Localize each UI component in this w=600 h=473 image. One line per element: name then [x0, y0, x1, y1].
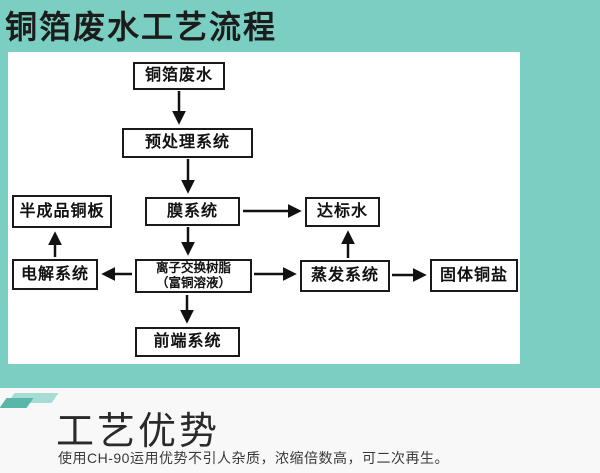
flow-node-front-end-system: 前端系统 — [135, 327, 240, 357]
flow-node-ion-exchange-resin: 离子交换树脂 （富铜溶液） — [135, 259, 252, 293]
flow-node-electrolysis-system: 电解系统 — [12, 259, 98, 290]
advantages-body-text: 使用CH-90运用优势不引人杂质，浓缩倍数高，可二次再生。 — [58, 450, 449, 466]
flow-node-pretreatment: 预处理系统 — [122, 128, 253, 158]
page-title: 铜箔废水工艺流程 — [5, 9, 278, 45]
ribbon-decoration-icon — [0, 393, 59, 410]
ion-exchange-label-line2: （富铜溶液） — [155, 276, 231, 290]
flow-node-standard-water: 达标水 — [305, 197, 380, 227]
ion-exchange-label-line1: 离子交换树脂 — [155, 261, 231, 275]
advantages-section: 工艺优势 使用CH-90运用优势不引人杂质，浓缩倍数高，可二次再生。 — [0, 388, 600, 473]
advantages-heading: 工艺优势 — [56, 411, 221, 453]
flow-node-membrane-system: 膜系统 — [145, 197, 240, 226]
flow-node-semi-finished-copper-plate: 半成品铜板 — [12, 195, 112, 228]
flow-node-evaporation-system: 蒸发系统 — [300, 260, 390, 292]
flow-node-solid-copper-salt: 固体铜盐 — [430, 259, 518, 292]
ribbon-dark-shape — [0, 398, 34, 408]
flow-node-source: 铜箔废水 — [133, 62, 225, 90]
